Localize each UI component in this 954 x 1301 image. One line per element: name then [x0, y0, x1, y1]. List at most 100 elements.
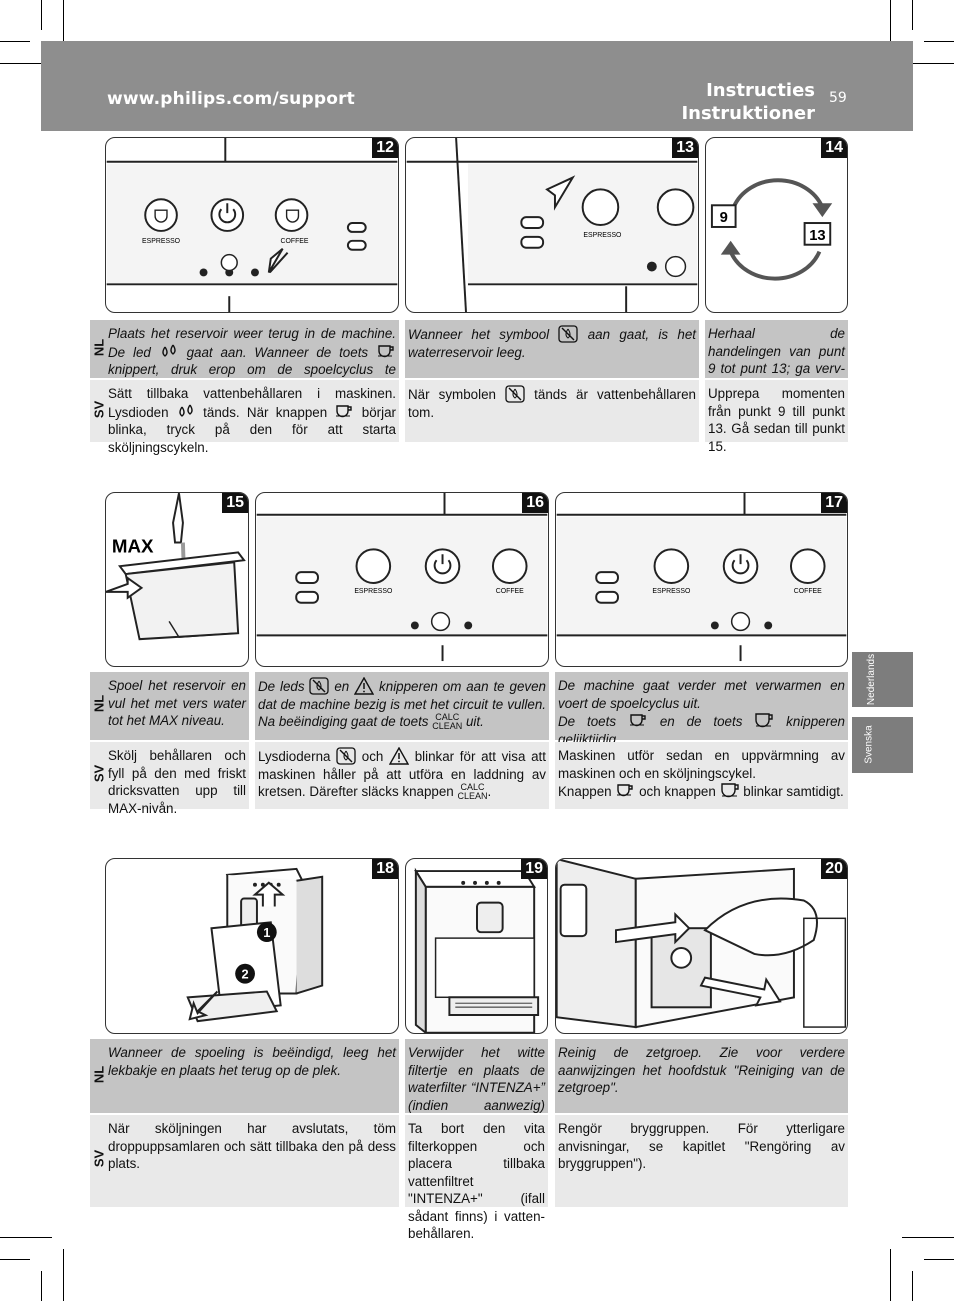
figure-step-18: 18 1 2 [105, 858, 399, 1034]
text-16-nl: De leds en knipperen om aan te geven dat… [255, 672, 549, 740]
crop-mark [0, 1237, 52, 1238]
lang-label-nl: NL [90, 320, 108, 378]
step-number: 12 [372, 138, 398, 158]
coffee-memo-icon [755, 713, 773, 728]
step-number: 17 [821, 493, 847, 513]
crop-mark [0, 41, 30, 42]
label-coffee: COFFEE [281, 238, 309, 245]
espresso-memo-icon [377, 344, 394, 357]
warning-icon [354, 677, 375, 695]
svg-text:COFFEE: COFFEE [496, 588, 524, 595]
crop-mark [890, 1249, 891, 1301]
step-number: 13 [672, 138, 698, 158]
text-12-nl: Plaats het reservoir weer terug in de ma… [105, 320, 399, 395]
figure-step-17: 17 ESPRESSO COFFEE [555, 492, 848, 667]
text-20-sv: Rengör bryggruppen. För ytterligare anvi… [555, 1115, 848, 1207]
figure-step-13: 13 ESPRESSO [405, 137, 699, 313]
machine-illustration [414, 867, 540, 1033]
figure-step-16: 16 ESPRESSO COFFEE [255, 492, 549, 667]
text-19-sv: Ta bort den vita filterkop­pen och place… [405, 1115, 548, 1241]
warning-icon [389, 747, 410, 765]
side-tab-sv: Svenska [852, 717, 913, 773]
water-drops-icon [179, 404, 193, 417]
control-panel-illustration: ESPRESSO COFFEE [106, 138, 398, 312]
water-tank-empty-icon [505, 385, 525, 403]
text-17-sv: Maskinen utför sedan en uppvärmning av m… [555, 742, 848, 809]
support-url: www.philips.com/support [107, 89, 356, 109]
svg-text:ESPRESSO: ESPRESSO [583, 232, 622, 239]
max-label: MAX [112, 535, 154, 556]
water-tank-empty-icon [336, 747, 356, 765]
text-14-nl: Herhaal de handelingen van punt 9 tot pu… [705, 320, 848, 411]
water-tank-empty-icon [309, 677, 330, 695]
text-18-sv: När sköljningen har avslutats, töm dropp… [105, 1115, 399, 1207]
espresso-memo-icon [617, 784, 634, 797]
crop-mark [924, 41, 954, 42]
lang-label-sv: SV [90, 742, 108, 809]
water-tank-empty-icon [558, 325, 579, 343]
crop-mark [0, 63, 52, 64]
step-number: 15 [222, 493, 248, 513]
svg-text:ESPRESSO: ESPRESSO [652, 588, 691, 595]
text-14-sv: Upprepa momenten från punkt 9 till punkt… [705, 380, 848, 454]
text-19-nl: Verwijder het witte filtertje en plaats … [405, 1039, 548, 1148]
figure-step-20: 20 [555, 858, 848, 1034]
crop-mark [902, 63, 954, 64]
callout-1: 1 [263, 925, 270, 940]
step-number: 18 [372, 859, 398, 879]
section-title: Instructies Instruktioner [681, 79, 815, 125]
text-20-nl: Reinig de zetgroep. Zie voor verdere aan… [555, 1039, 848, 1113]
label-espresso: ESPRESSO [142, 238, 181, 245]
crop-mark [924, 1259, 954, 1260]
crop-mark [41, 0, 42, 30]
text-17-nl: De machine gaat verder met verwarmen en … [555, 672, 848, 747]
title-nl: Instructies [706, 80, 815, 101]
title-sv: Instruktioner [681, 103, 815, 124]
text-13-nl: Wanneer het symbool aan gaat, is het wat… [405, 320, 699, 378]
loop-from-step: 9 [720, 210, 728, 226]
espresso-memo-icon [629, 714, 646, 727]
drip-tray-illustration: 1 2 [186, 867, 324, 1023]
water-drops-icon [162, 344, 176, 357]
crop-mark [63, 0, 64, 52]
crop-mark [912, 0, 913, 30]
svg-text:COFFEE: COFFEE [794, 588, 822, 595]
crop-mark [912, 1271, 913, 1301]
text-12-sv: Sätt tillbaka vattenbehållaren i maskine… [105, 380, 399, 455]
lang-label-sv: SV [90, 380, 108, 442]
figure-step-19: 19 [405, 858, 548, 1034]
water-tank-illustration: MAX [106, 493, 246, 641]
coffee-memo-icon [720, 783, 739, 798]
lang-label-nl: NL [90, 672, 108, 740]
side-tab-nl: Nederlands [852, 652, 913, 707]
page-header: www.philips.com/support Instructies Inst… [41, 41, 913, 131]
step-number: 19 [521, 859, 547, 879]
callout-2: 2 [242, 967, 249, 982]
lang-label-sv: SV [90, 1115, 108, 1207]
text-15-nl: Spoel het reservoir en vul het met vers … [105, 672, 249, 740]
text-18-nl: Wanneer de spoeling is beëindigd, leeg h… [105, 1039, 399, 1113]
figure-step-15: 15 MAX [105, 492, 249, 667]
step-number: 20 [821, 859, 847, 879]
figure-step-14: 14 9 13 [705, 137, 848, 313]
crop-mark [63, 1249, 64, 1301]
repeat-loop-illustration: 9 13 [710, 178, 833, 281]
crop-mark [902, 1237, 954, 1238]
crop-mark [0, 1259, 30, 1260]
step-number: 16 [522, 493, 548, 513]
crop-mark [890, 0, 891, 52]
text-16-sv: Lysdioderna och blinkar för att visa att… [255, 742, 549, 809]
crop-mark [41, 1271, 42, 1301]
figure-step-12: 12 ESPRESSO COFFEE [105, 137, 399, 313]
page-number: 59 [829, 90, 847, 106]
loop-to-step: 13 [809, 228, 825, 244]
svg-text:ESPRESSO: ESPRESSO [354, 588, 393, 595]
brew-group-illustration [556, 859, 847, 1029]
text-15-sv: Skölj behållaren och fyll på den med fri… [105, 742, 249, 816]
lang-label-nl: NL [90, 1039, 108, 1113]
espresso-memo-icon [336, 404, 353, 417]
step-number: 14 [821, 138, 847, 158]
text-13-sv: När symbolen tänds är vattenbehållaren t… [405, 380, 699, 442]
